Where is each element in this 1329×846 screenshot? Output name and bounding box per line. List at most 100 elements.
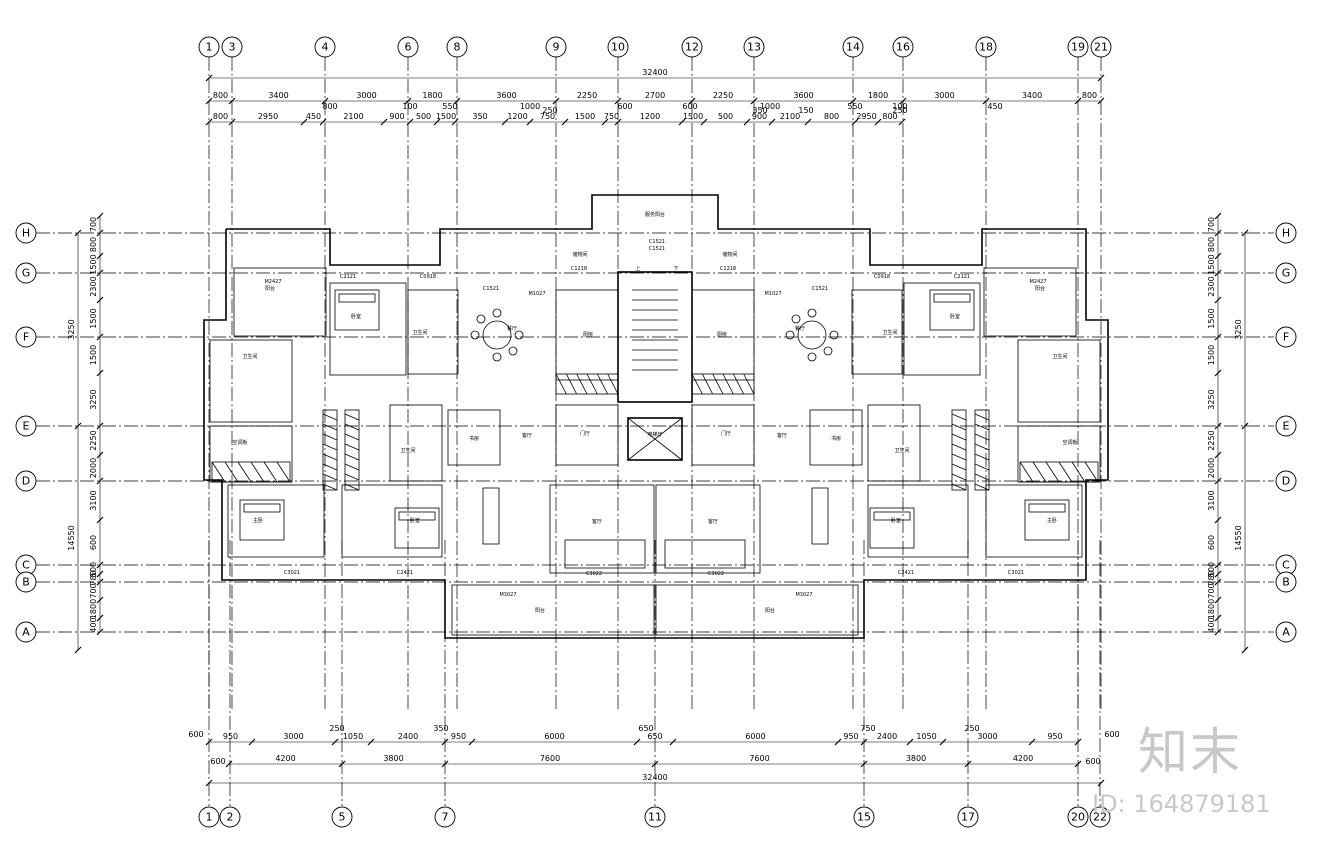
dim-text: 600 xyxy=(1207,535,1216,550)
pillow xyxy=(873,511,911,521)
dim-text: 1800 xyxy=(89,599,98,619)
axis-bubble xyxy=(1067,806,1089,828)
bed xyxy=(1024,499,1070,541)
room-entry-left xyxy=(555,404,619,466)
axis-bubble xyxy=(15,415,37,437)
dim-text: 3000 xyxy=(977,732,997,741)
dim-text: 650 xyxy=(638,724,653,733)
dim-text: 2250 xyxy=(577,91,597,100)
dim-text: 2300 xyxy=(89,276,98,296)
dim-text: 1500 xyxy=(683,112,703,121)
dim-text: 2700 xyxy=(645,91,665,100)
cabinet-hatch xyxy=(1019,461,1034,483)
dim-tick xyxy=(1097,97,1105,105)
dim-text: 3000 xyxy=(934,91,954,100)
room-bedroom-left xyxy=(329,282,407,376)
wardrobe-hatch xyxy=(974,413,990,421)
dining-chair xyxy=(829,330,839,340)
room-entry-right xyxy=(691,404,755,466)
cabinet-hatch xyxy=(576,373,588,395)
dim-tick xyxy=(96,252,104,260)
watermark-id: ID: 164879181 xyxy=(1092,790,1271,818)
dim-text: 6000 xyxy=(745,732,765,741)
dim-text: 550 xyxy=(442,102,457,111)
bed xyxy=(394,507,440,549)
dim-tick xyxy=(678,118,686,126)
window-door-tag: C1218 xyxy=(571,266,587,272)
room-label-kitchen: 厨房 xyxy=(717,331,727,338)
dim-text: 2300 xyxy=(1207,276,1216,296)
pillow xyxy=(338,293,376,303)
room-balcony-south-left xyxy=(451,584,655,636)
pillow xyxy=(398,511,436,521)
window-door-tag: C2421 xyxy=(397,570,413,576)
dim-tick xyxy=(906,738,914,746)
dim-tick xyxy=(96,333,104,341)
axis-label: 4 xyxy=(322,41,329,54)
dim-tick xyxy=(1028,738,1036,746)
room-label-bath: 卫生间 xyxy=(894,447,909,454)
dim-tick xyxy=(874,118,882,126)
dim-text: 7600 xyxy=(749,754,769,763)
wardrobe-hatch xyxy=(951,423,967,431)
room-bedroom-right xyxy=(903,282,981,376)
wardrobe-hatch xyxy=(951,433,967,441)
wardrobe-hatch xyxy=(951,413,967,421)
cabinet-hatch xyxy=(596,373,609,395)
dim-text: 500 xyxy=(718,112,733,121)
dim-text: 4200 xyxy=(1013,754,1033,763)
wardrobe-hatch xyxy=(974,483,990,491)
dim-tick xyxy=(688,97,696,105)
dim-text: 1500 xyxy=(436,112,456,121)
axis-bubble xyxy=(892,36,914,58)
dim-tick xyxy=(453,97,461,105)
dim-tick xyxy=(804,118,812,126)
wardrobe xyxy=(344,409,360,491)
dim-text: 250 xyxy=(964,724,979,733)
cabinet-hatch xyxy=(250,461,265,483)
axis-label: 7 xyxy=(442,811,449,824)
cabinet-hatch xyxy=(1032,461,1047,483)
axis-label: 2 xyxy=(227,811,234,824)
cabinet xyxy=(691,373,755,395)
wardrobe-hatch xyxy=(974,423,990,431)
dim-text: 780 xyxy=(89,570,98,585)
dim-text: 1800 xyxy=(868,91,888,100)
room-label-study: 书房 xyxy=(831,435,841,442)
axis-label: B xyxy=(1282,576,1290,589)
dim-tick xyxy=(321,97,329,105)
axis-label: H xyxy=(1282,227,1290,240)
axis-label: C xyxy=(1282,559,1290,572)
room-bedroom2-left xyxy=(341,484,443,558)
wardrobe-hatch xyxy=(974,473,990,481)
axis-bubble xyxy=(1275,326,1297,348)
room-label-bedroom: 卧室 xyxy=(891,517,901,524)
dim-text: 100 xyxy=(402,102,417,111)
dining-table xyxy=(482,320,512,350)
dim-text: 550 xyxy=(847,102,862,111)
grid-lines xyxy=(36,57,1274,806)
watermark-logo: 知末 xyxy=(1138,723,1242,781)
cabinet-hatch xyxy=(555,373,567,395)
dim-text: 3250 xyxy=(89,389,98,409)
dim-text: 950 xyxy=(223,732,238,741)
dim-tick xyxy=(1241,229,1249,237)
axis-label: 1 xyxy=(206,41,213,54)
cabinet-hatch xyxy=(276,461,291,483)
axis-label: A xyxy=(22,626,30,639)
dim-text: 800 xyxy=(1207,237,1216,252)
dim-tick xyxy=(669,738,677,746)
room-label-balcony: 阳台 xyxy=(535,607,545,614)
dim-text: 800 xyxy=(824,112,839,121)
axis-label: 16 xyxy=(896,41,910,54)
dim-tick xyxy=(1214,578,1222,586)
dim-text: 2250 xyxy=(1207,430,1216,450)
axis-label: 14 xyxy=(846,41,860,54)
wardrobe-hatch xyxy=(344,453,360,461)
dim-text: 900 xyxy=(752,112,767,121)
axis-label: 6 xyxy=(405,41,412,54)
dim-tick xyxy=(651,760,659,768)
room-label-entry: 门厅 xyxy=(580,430,590,437)
dim-tick xyxy=(96,269,104,277)
